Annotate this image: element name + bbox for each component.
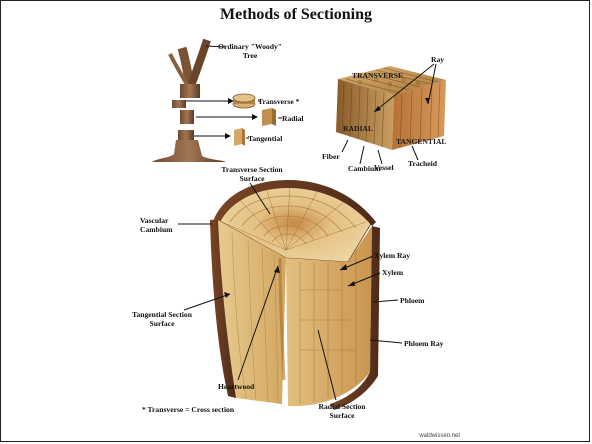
label-phloem: Phloem [400, 296, 424, 305]
label-radial-section-surface: Radial Section Surface [318, 402, 365, 420]
source-credit: waldwissen.net [419, 433, 460, 439]
label-block-tangential: TANGENTIAL [396, 137, 447, 146]
label-transverse: Transverse * [258, 97, 299, 106]
label-tangential-section-surface: Tangential Section Surface [132, 310, 192, 328]
label-block-radial: RADIAL [343, 124, 373, 133]
label-xylem-ray: Xylem Ray [374, 251, 410, 260]
label-vessel: Vessel [374, 163, 394, 172]
label-ray: Ray [431, 55, 444, 64]
label-tracheid: Tracheid [408, 159, 437, 168]
label-heartwood: Heartwood [218, 382, 254, 391]
label-vascular-cambium: Vascular Cambium [140, 216, 173, 234]
label-phloem-ray: Phloem Ray [404, 339, 443, 348]
label-radial: Radial [282, 114, 304, 123]
label-ordinary-woody-tree: Ordinary "Woody" Tree [218, 42, 282, 60]
label-block-transverse: TRANSVERSE [352, 71, 403, 80]
label-xylem: Xylem [382, 268, 403, 277]
label-tangential: Tangential [248, 134, 282, 143]
footnote: * Transverse = Cross section [142, 405, 234, 414]
label-fiber: Fiber [322, 152, 340, 161]
label-transverse-section-surface: Transverse Section Surface [221, 165, 282, 183]
log-segment-illustration [178, 180, 402, 410]
